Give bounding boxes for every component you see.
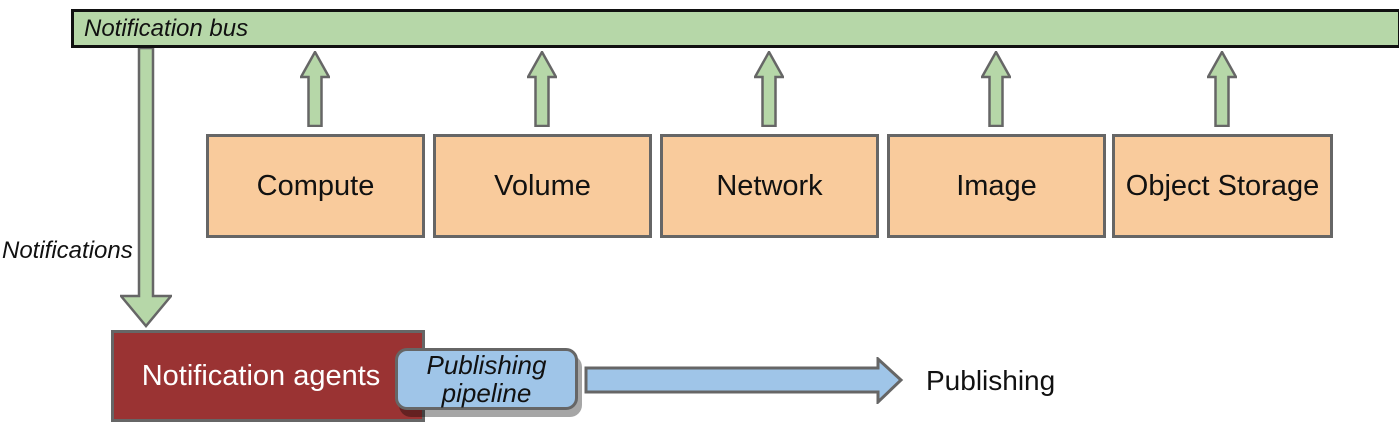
notification-bus-bar: Notification bus bbox=[71, 9, 1399, 48]
up-arrow-icon-network bbox=[754, 51, 784, 127]
source-box-object-storage: Object Storage bbox=[1112, 134, 1333, 238]
source-box-label: Network bbox=[716, 169, 823, 202]
publishing-label: Publishing bbox=[926, 365, 1056, 396]
up-arrow-icon-image bbox=[981, 51, 1011, 127]
notification-agents-box: Notification agents bbox=[111, 330, 425, 422]
notifications-label: Notifications bbox=[2, 237, 133, 264]
up-arrow-icon-object-storage bbox=[1207, 51, 1237, 127]
up-arrow-icon-compute bbox=[300, 51, 330, 127]
publishing-right-arrow-icon bbox=[584, 357, 904, 404]
source-box-volume: Volume bbox=[433, 134, 652, 238]
notification-bus-label: Notification bus bbox=[84, 14, 249, 42]
publishing-pipeline-label: Publishing pipeline bbox=[426, 349, 547, 408]
source-box-label: Object Storage bbox=[1125, 169, 1320, 202]
publishing-pipeline-box: Publishing pipeline bbox=[395, 348, 578, 410]
source-box-compute: Compute bbox=[206, 134, 425, 238]
notifications-down-arrow-icon bbox=[120, 48, 172, 328]
source-box-label: Compute bbox=[256, 169, 375, 202]
source-box-image: Image bbox=[887, 134, 1106, 238]
source-box-label: Image bbox=[956, 169, 1037, 202]
up-arrow-icon-volume bbox=[527, 51, 557, 127]
source-box-network: Network bbox=[660, 134, 879, 238]
notification-agents-label: Notification agents bbox=[141, 359, 381, 392]
source-box-label: Volume bbox=[494, 169, 591, 202]
